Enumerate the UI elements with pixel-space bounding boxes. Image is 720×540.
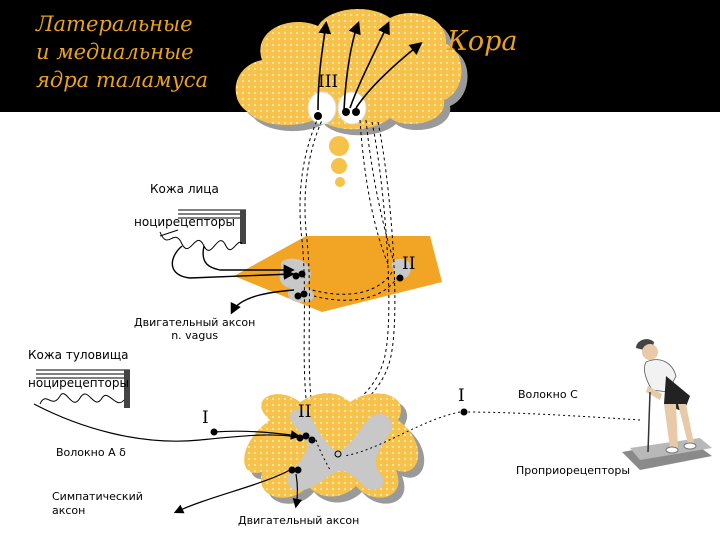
spinal-cord-section: [244, 393, 425, 504]
sympathetic-label-line-2: аксон: [52, 504, 86, 517]
ascending-tracts: [299, 117, 399, 435]
thalamus-nuclei-title: Латеральные и медиальные ядра таламуса: [36, 10, 236, 94]
motor-axon-label: Двигательный аксон: [238, 514, 360, 527]
vagus-label-line-1: Двигательный аксон: [134, 316, 256, 329]
trunk-skin-block: [36, 369, 130, 408]
sympathetic-label-line-1: Симпатический: [52, 490, 143, 503]
c-fiber: [315, 411, 641, 471]
proprioceptors-label: Проприорецепторы: [516, 464, 631, 477]
golfer-picture: [622, 339, 712, 470]
interneuron: [334, 450, 342, 458]
spinal-neurons: [210, 408, 468, 474]
neuron-label-thalamus: III: [318, 72, 339, 92]
trunk-skin-label: Кожа туловища: [28, 348, 129, 362]
thalamus-title-line-1: Латеральные: [36, 12, 193, 36]
neuron-label-spinal-i: I: [202, 408, 209, 428]
thalamus-title-line-3: ядра таламуса: [36, 68, 209, 92]
neuron-label-spinal-ii: II: [298, 402, 312, 422]
fiber-c-label: Волокно С: [518, 388, 578, 401]
spinal-fibers: [33, 403, 303, 514]
thalamus-title-line-2: и медиальные: [36, 40, 194, 64]
vagus-label-line-2: n. vagus: [171, 329, 219, 342]
face-nociceptors-label: ноцирецепторы: [134, 215, 235, 229]
face-skin-label: Кожа лица: [150, 182, 219, 196]
thalamus-neuron-bodies: [314, 108, 360, 120]
brainstem-slab: [234, 236, 442, 312]
trunk-nociceptors-label: ноцирецепторы: [28, 376, 129, 390]
neuron-label-brainstem: II: [402, 254, 416, 274]
cortex-projection-arrows: [317, 20, 423, 111]
neuron-label-c-fiber: I: [458, 386, 465, 406]
sympathetic-axon-label: Симпатический аксон: [52, 490, 143, 518]
face-afferents: [171, 245, 295, 315]
vagus-motor-axon-label: Двигательный аксон n. vagus: [134, 316, 255, 342]
cortex-title: Кора: [447, 26, 518, 57]
face-skin-block: [159, 209, 246, 251]
fiber-a-delta-label: Волокно А δ: [56, 446, 126, 459]
